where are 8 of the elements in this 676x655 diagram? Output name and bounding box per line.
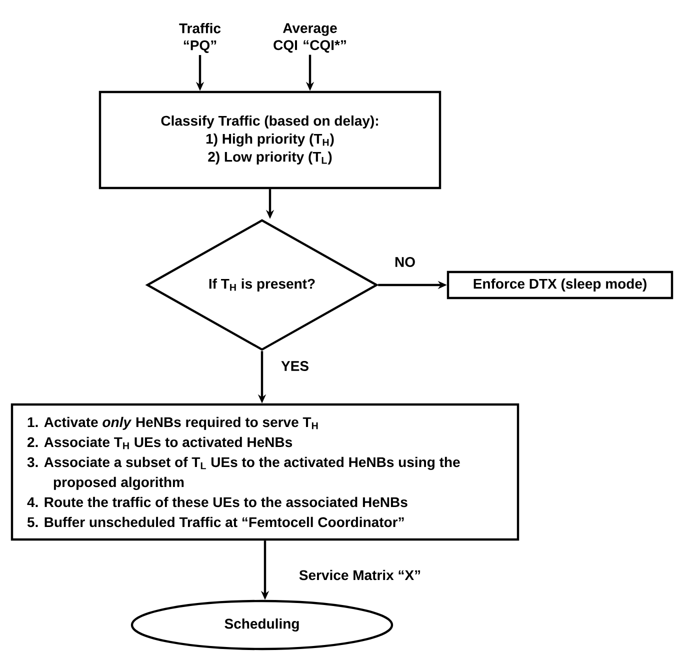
process-box: 1. Activate only HeNBs required to serve T$_{H}$ 2. Associate T$_{H}$ UEs to activated HeNBs 3. Associate a subset of T$_{L}$ UEs to the activated HeNBs using the proposed algorithm 4. Route the traffic of these UEs to the associated HeNBs 5. Buffer unscheduled Traffic at “Femtocell Coordinator” (10, 403, 520, 541)
edge-label: Service Matrix “X” (298, 568, 422, 582)
edge-label: YES (280, 360, 310, 372)
process-box: Enforce DTX (sleep mode) (446, 270, 674, 300)
edge-label: NO (394, 256, 416, 268)
input-label: Traffic “PQ” (179, 23, 221, 53)
input-label: Average CQI “CQI*” (274, 23, 346, 53)
process-box: Classify Traffic (based on delay): 1) High priority (T$_{H}$) 2) Low priority (T$_{L}$) (98, 90, 442, 190)
